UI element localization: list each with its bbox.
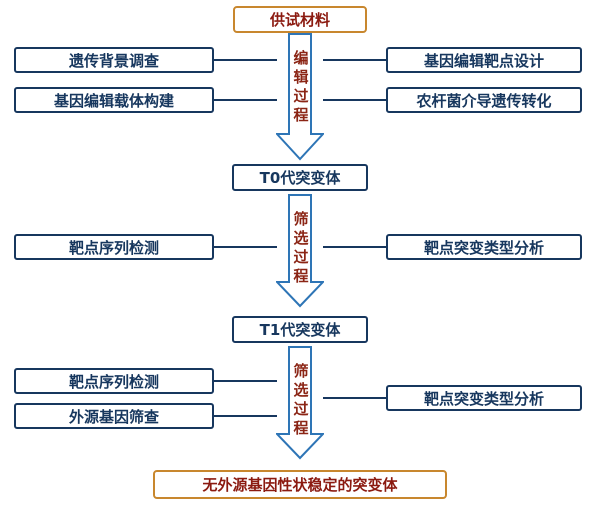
start-node: 供试材料 <box>233 6 367 33</box>
end-node: 无外源基因性状稳定的突变体 <box>153 470 447 499</box>
connector-line <box>323 397 386 399</box>
node-target-design: 基因编辑靶点设计 <box>386 47 582 73</box>
node-target-seq-detection-t1: 靶点序列检测 <box>14 368 214 394</box>
connector-line <box>214 59 277 61</box>
connector-line <box>214 246 277 248</box>
screening-process-label: 筛选过程 <box>291 211 310 287</box>
node-vector-construction: 基因编辑载体构建 <box>14 87 214 113</box>
screening-process-label: 筛选过程 <box>291 363 310 439</box>
down-arrow-icon <box>276 346 324 460</box>
connector-line <box>214 380 277 382</box>
node-mutation-type-analysis-t1: 靶点突变类型分析 <box>386 385 582 411</box>
node-t1-mutant: T1代突变体 <box>232 316 368 343</box>
connector-line <box>214 415 277 417</box>
connector-line <box>323 246 386 248</box>
connector-line <box>323 59 386 61</box>
node-genetic-background-survey: 遗传背景调查 <box>14 47 214 73</box>
connector-line <box>214 99 277 101</box>
down-arrow-icon <box>276 33 324 161</box>
node-mutation-type-analysis-t0: 靶点突变类型分析 <box>386 234 582 260</box>
down-arrow-icon <box>276 194 324 308</box>
connector-line <box>323 99 386 101</box>
node-agro-transformation: 农杆菌介导遗传转化 <box>386 87 582 113</box>
node-exogenous-gene-screening: 外源基因筛查 <box>14 403 214 429</box>
node-target-seq-detection-t0: 靶点序列检测 <box>14 234 214 260</box>
edit-process-label: 编辑过程 <box>291 50 310 126</box>
node-t0-mutant: T0代突变体 <box>232 164 368 191</box>
